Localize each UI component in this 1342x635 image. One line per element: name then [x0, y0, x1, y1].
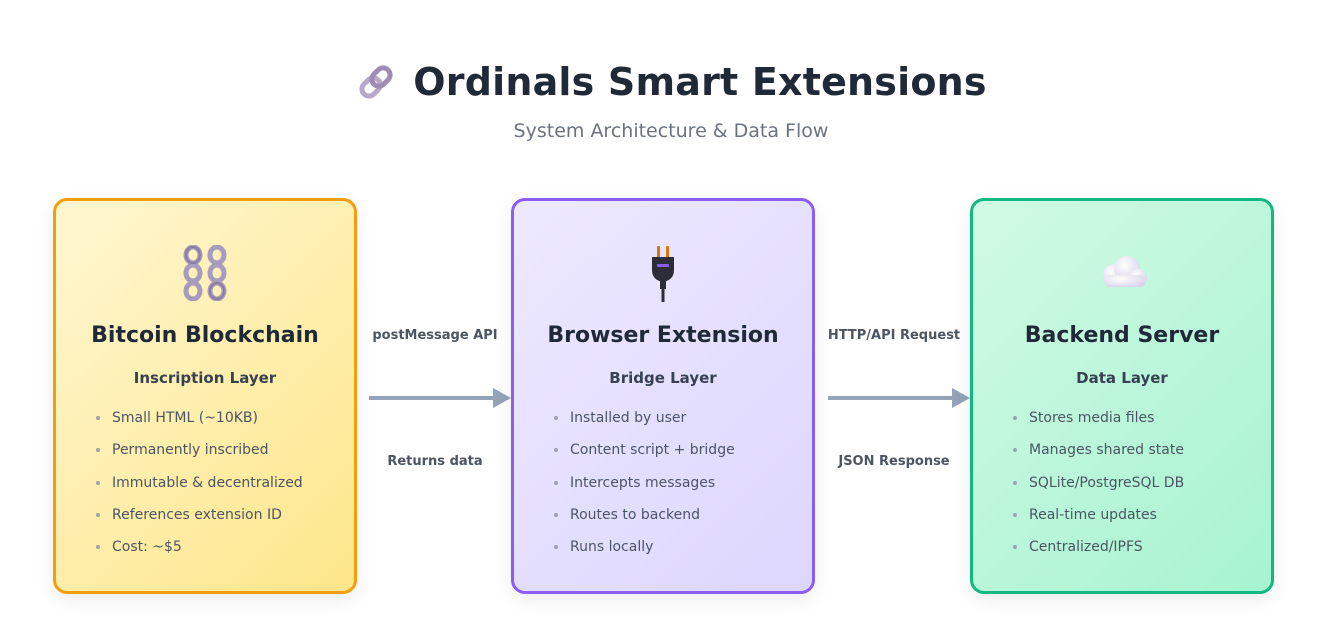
- card-title: Bitcoin Blockchain: [91, 323, 319, 348]
- list-item: SQLite/PostgreSQL DB: [1011, 473, 1184, 505]
- connector-request-label: postMessage API: [372, 328, 498, 343]
- list-item: Cost: ~$5: [94, 537, 303, 569]
- list-item: Real-time updates: [1011, 505, 1184, 537]
- bitcoin-blockchain-card: Bitcoin Blockchain Inscription Layer Sma…: [53, 198, 357, 594]
- page-subtitle: System Architecture & Data Flow: [513, 120, 829, 142]
- card-title: Browser Extension: [547, 323, 779, 348]
- card-title: Backend Server: [1024, 323, 1220, 348]
- card-subtitle: Bridge Layer: [609, 369, 717, 387]
- list-item: Manages shared state: [1011, 440, 1184, 472]
- list-item: Routes to backend: [552, 505, 735, 537]
- list-item: Runs locally: [552, 537, 735, 569]
- list-item: Small HTML (~10KB): [94, 408, 303, 440]
- backend-server-card: Backend Server Data Layer Stores media f…: [970, 198, 1274, 594]
- list-item: References extension ID: [94, 505, 303, 537]
- connector-response-label: Returns data: [387, 454, 483, 469]
- list-item: Immutable & decentralized: [94, 473, 303, 505]
- connector-response-label: JSON Response: [838, 454, 950, 469]
- connector-blockchain-extension: postMessage API Returns data: [360, 320, 511, 480]
- list-item: Content script + bridge: [552, 440, 735, 472]
- card-subtitle: Data Layer: [1076, 369, 1168, 387]
- chain-icon: [56, 243, 354, 303]
- card-subtitle: Inscription Layer: [133, 369, 277, 387]
- title-row: Ordinals Smart Extensions: [0, 52, 1342, 112]
- feature-list: Stores media files Manages shared state …: [1011, 408, 1184, 569]
- list-item: Intercepts messages: [552, 473, 735, 505]
- link-icon: [355, 61, 397, 103]
- page-title: Ordinals Smart Extensions: [413, 60, 987, 104]
- cloud-icon: [973, 243, 1271, 303]
- connector-extension-backend: HTTP/API Request JSON Response: [819, 320, 970, 480]
- arrow-right-icon: [369, 388, 511, 408]
- list-item: Permanently inscribed: [94, 440, 303, 472]
- list-item: Stores media files: [1011, 408, 1184, 440]
- arrow-right-icon: [828, 388, 970, 408]
- browser-extension-card: Browser Extension Bridge Layer Installed…: [511, 198, 815, 594]
- feature-list: Small HTML (~10KB) Permanently inscribed…: [94, 408, 303, 569]
- connector-request-label: HTTP/API Request: [827, 328, 961, 343]
- list-item: Installed by user: [552, 408, 735, 440]
- header: Ordinals Smart Extensions System Archite…: [0, 52, 1342, 142]
- list-item: Centralized/IPFS: [1011, 537, 1184, 569]
- feature-list: Installed by user Content script + bridg…: [552, 408, 735, 569]
- plug-icon: [514, 243, 812, 303]
